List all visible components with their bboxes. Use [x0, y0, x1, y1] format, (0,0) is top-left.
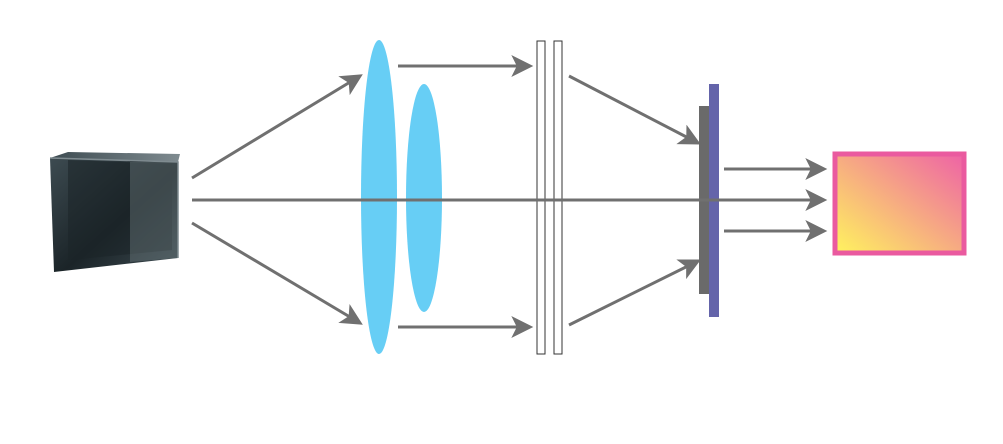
cube-edge-highlight — [49, 157, 179, 258]
cube-icon — [49, 152, 180, 272]
ray-arrow-2 — [191, 221, 363, 325]
glass-plate-icon — [553, 40, 563, 355]
ray-arrow-6 — [568, 259, 701, 327]
cube-inner-back — [68, 160, 172, 260]
ray-arrow-1 — [191, 74, 363, 180]
cube-top-face — [50, 152, 180, 162]
lens-icon — [406, 84, 442, 312]
screen-icon — [832, 151, 967, 256]
glass-plate-icon — [536, 40, 546, 355]
cube-inner-side — [130, 162, 178, 262]
ray-arrow-5 — [568, 74, 701, 145]
lens-icon — [361, 40, 397, 354]
ray-group — [191, 55, 828, 338]
